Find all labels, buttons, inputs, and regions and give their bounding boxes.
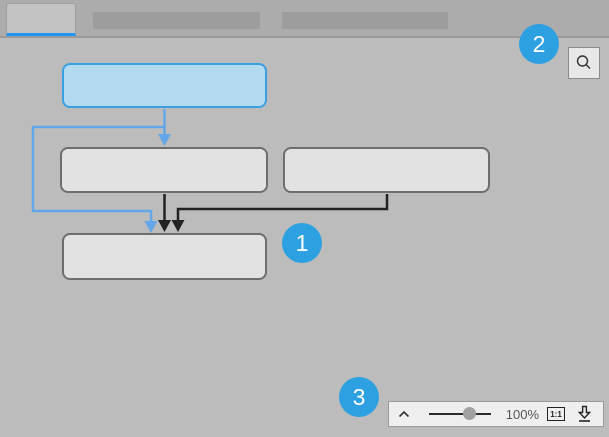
annotation-badge-3: 3 (339, 377, 379, 417)
actual-size-button[interactable]: 1:1 (547, 407, 565, 421)
zoom-toolbar: 100% 1:1 (388, 401, 604, 427)
diagram-node-child-right[interactable] (283, 147, 490, 193)
collapse-toolbar-button[interactable] (391, 402, 417, 426)
tab-bar (0, 0, 609, 38)
download-button[interactable] (575, 404, 593, 424)
annotation-badge-1: 1 (282, 223, 322, 263)
tab-active[interactable] (6, 3, 76, 36)
connector-childright-to-result (171, 194, 389, 232)
chevron-up-icon (398, 410, 410, 418)
magnifier-icon (575, 54, 593, 72)
download-icon (577, 405, 592, 423)
zoom-slider-track[interactable] (429, 413, 491, 415)
search-button[interactable] (568, 47, 600, 79)
tab-2[interactable] (93, 12, 260, 29)
connector-childleft-to-result (158, 194, 171, 232)
zoom-level-label: 100% (505, 406, 539, 422)
diagram-node-child-left[interactable] (60, 147, 268, 193)
diagram-node-result[interactable] (62, 233, 267, 280)
zoom-slider-handle[interactable] (463, 407, 476, 420)
connector-start-to-child-left (158, 109, 171, 146)
annotation-badge-2: 2 (519, 24, 559, 64)
diagram-node-start-highlighted[interactable] (62, 63, 267, 108)
tab-3[interactable] (282, 12, 448, 29)
